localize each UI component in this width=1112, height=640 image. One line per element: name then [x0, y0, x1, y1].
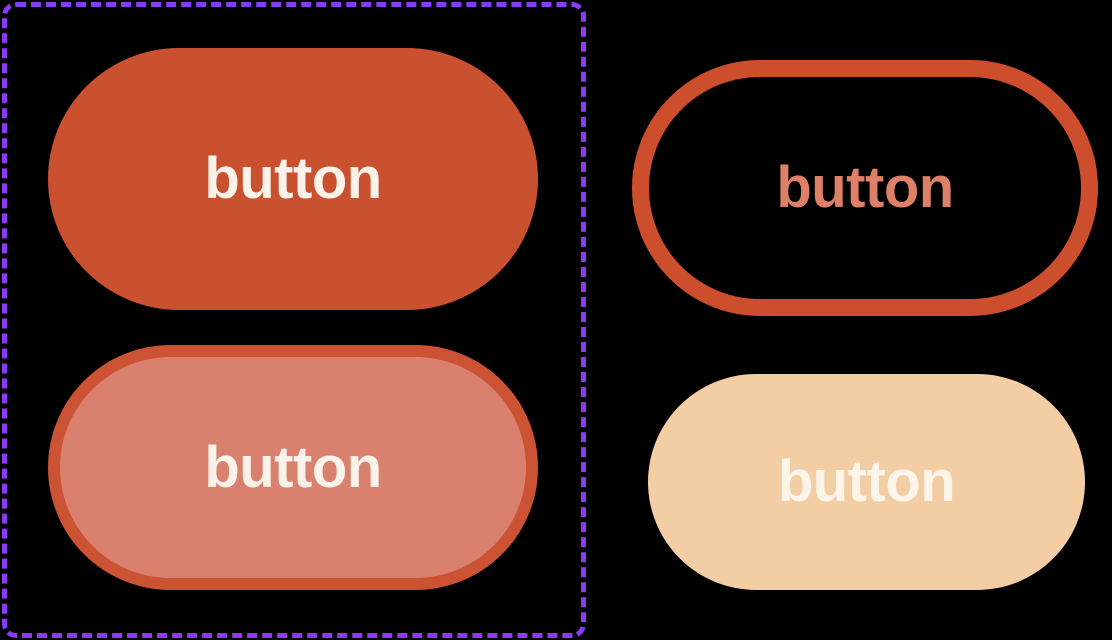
button-outline-label: button [776, 155, 954, 220]
button-soft-label: button [204, 434, 382, 500]
button-solid-label: button [204, 146, 382, 211]
button-soft[interactable]: button [48, 345, 538, 590]
selection-frame[interactable] [2, 2, 586, 638]
button-tinted-label: button [777, 449, 956, 514]
button-solid[interactable]: button [48, 48, 538, 310]
button-tinted[interactable]: button [648, 374, 1085, 590]
button-outline[interactable]: button [632, 60, 1098, 316]
